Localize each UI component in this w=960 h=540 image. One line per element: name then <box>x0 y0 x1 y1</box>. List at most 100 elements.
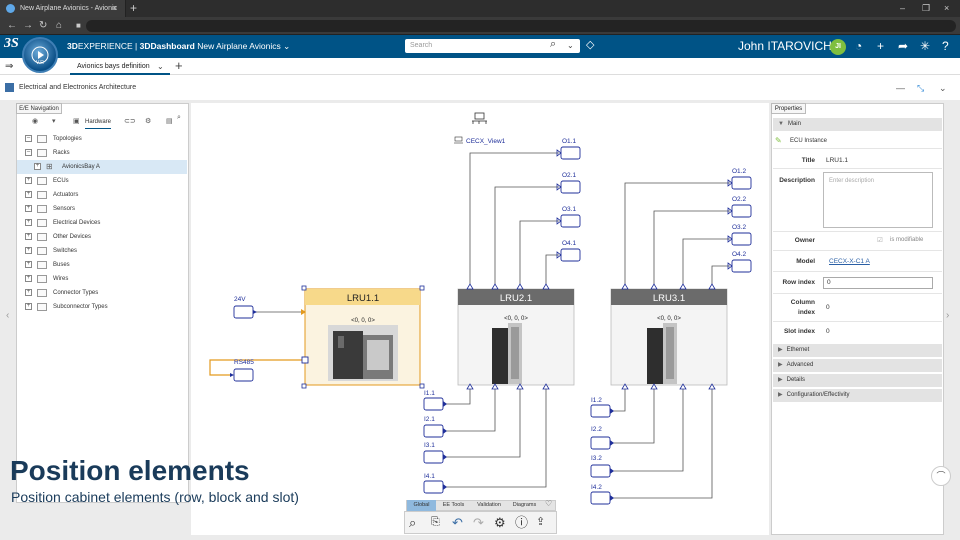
title-value[interactable]: LRU1.1 <box>826 157 849 164</box>
add-icon[interactable]: + <box>877 39 885 53</box>
help-icon[interactable]: ? <box>942 39 949 53</box>
expand-icon[interactable]: + <box>25 177 32 184</box>
search-tree-icon[interactable]: ⌕ <box>177 114 181 121</box>
expand-icon[interactable]: + <box>25 275 32 282</box>
eye-icon[interactable]: ◉ <box>32 118 39 125</box>
expand-icon[interactable]: + <box>25 219 32 226</box>
port-i3-1[interactable]: I3.1 <box>423 442 447 464</box>
collapse-icon[interactable]: – <box>25 135 32 142</box>
tree-item[interactable]: –Topologies <box>17 132 187 146</box>
section-ethernet[interactable]: ▶Ethernet <box>773 344 942 357</box>
port-rs485[interactable]: RS485 <box>230 359 254 382</box>
tab-caret-icon[interactable]: ⌄ <box>157 62 164 71</box>
browser-new-tab-icon[interactable]: + <box>130 1 138 15</box>
port-o1-1[interactable]: O1.1 <box>556 138 581 160</box>
tree-item[interactable]: +Sensors <box>17 202 187 216</box>
left-panel-arrow-icon[interactable]: ‹ <box>6 310 10 321</box>
tab-diagrams[interactable]: Diagrams <box>512 502 537 508</box>
tab-avionics-bays[interactable]: Avionics bays definition <box>70 58 170 75</box>
tag-icon[interactable]: ◇ <box>586 39 595 51</box>
port-24v[interactable]: 24V <box>233 296 257 319</box>
home-icon[interactable]: ⌂ <box>56 20 63 31</box>
port-o3-1[interactable]: O3.1 <box>556 206 581 228</box>
tab-properties[interactable]: Properties <box>771 103 806 114</box>
settings-icon[interactable]: ⚙ <box>145 118 152 125</box>
expand-icon[interactable]: + <box>25 289 32 296</box>
forward-arrow-icon[interactable]: → <box>23 20 33 31</box>
compass-icon[interactable] <box>22 37 58 73</box>
lru1-port-in[interactable] <box>301 309 306 315</box>
tree-item[interactable]: +Electrical Devices <box>17 216 187 230</box>
community-icon[interactable]: ✳ <box>920 39 931 53</box>
expand-icon[interactable]: ▤ <box>166 118 173 125</box>
port-i2-2[interactable]: I2.2 <box>590 426 614 450</box>
redo-icon[interactable]: ↷ <box>473 515 484 530</box>
reload-icon[interactable]: ↻ <box>39 20 48 31</box>
expand-icon[interactable]: + <box>25 233 32 240</box>
lru-block-2[interactable]: LRU2.1 <0, 0, 0> <box>457 288 575 386</box>
lru-block-3[interactable]: LRU3.1 <0, 0, 0> <box>610 288 728 386</box>
action-bar-expand-icon[interactable]: ♡ <box>545 499 553 508</box>
notification-icon[interactable]: ◔ <box>855 39 863 53</box>
expand-icon[interactable]: + <box>25 247 32 254</box>
port-o1-2[interactable]: O1.2 <box>727 168 752 190</box>
widget-collapse-icon[interactable]: ⤡ <box>917 83 925 93</box>
widget-menu-icon[interactable]: ⌄ <box>939 83 947 93</box>
port-o2-2[interactable]: O2.2 <box>727 196 752 218</box>
tree-item[interactable]: +Other Devices <box>17 230 187 244</box>
settings-icon[interactable]: ⚙ <box>494 515 506 530</box>
expand-icon[interactable]: + <box>25 303 32 310</box>
section-advanced[interactable]: ▶Advanced <box>773 359 942 372</box>
view-root-icon[interactable] <box>472 112 487 124</box>
user-name[interactable]: John ITAROVICH <box>738 39 832 53</box>
checkbox-icon[interactable]: ☑ <box>877 237 883 244</box>
diagram-svg[interactable]: CECX_View1 <box>191 103 769 535</box>
share-icon[interactable]: ⇪ <box>536 516 546 528</box>
back-arrow-icon[interactable]: ← <box>7 20 17 31</box>
model-link[interactable]: CECX-X-C1 A <box>829 258 870 265</box>
magnifier-icon[interactable]: ⌕ <box>409 515 417 530</box>
search-input[interactable]: Search <box>405 39 580 53</box>
export-icon[interactable]: ⎘ <box>431 516 440 528</box>
expand-icon[interactable]: + <box>34 163 41 170</box>
avatar[interactable]: JI <box>830 39 846 55</box>
tree-item[interactable]: +ECUs <box>17 174 187 188</box>
window-minimize-icon[interactable]: – <box>900 3 906 13</box>
filter-icon[interactable]: ▾ <box>52 118 56 125</box>
port-o3-2[interactable]: O3.2 <box>727 224 752 246</box>
section-details[interactable]: ▶Details <box>773 374 942 387</box>
share-icon[interactable]: ➦ <box>898 39 909 53</box>
info-icon[interactable]: ⓘ <box>515 515 529 530</box>
url-input[interactable] <box>86 20 956 32</box>
port-i4-1[interactable]: I4.1 <box>423 473 447 494</box>
lru1-handles[interactable] <box>301 285 425 389</box>
window-restore-icon[interactable]: ❐ <box>922 3 931 13</box>
tree-item[interactable]: +Connector Types <box>17 286 187 300</box>
expand-icon[interactable]: + <box>25 205 32 212</box>
search-icon[interactable]: ⌕ <box>550 38 557 50</box>
tree-item[interactable]: +Actuators <box>17 188 187 202</box>
tab-ee-tools[interactable]: EE Tools <box>442 502 465 508</box>
slot-index-value[interactable]: 0 <box>826 328 830 335</box>
tab-ee-navigation[interactable]: E/E Navigation <box>16 103 62 114</box>
lru-port-markers[interactable] <box>466 283 716 390</box>
port-i1-2[interactable]: I1.2 <box>590 397 614 418</box>
lru1-port-bus[interactable] <box>301 356 309 364</box>
collapse-icon[interactable]: – <box>25 149 32 156</box>
lru-block-1[interactable]: LRU1.1 <0, 0, 0> <box>301 285 425 389</box>
tree-item[interactable]: +Switches <box>17 244 187 258</box>
port-o4-2[interactable]: O4.2 <box>727 251 752 273</box>
expand-icon[interactable]: + <box>25 191 32 198</box>
column-index-value[interactable]: 0 <box>826 304 830 311</box>
section-main[interactable]: ▼Main <box>773 118 942 131</box>
dashboard-name[interactable]: New Airplane Avionics <box>197 41 281 51</box>
cable-icon[interactable]: ⊂⊃ <box>124 118 136 125</box>
tab-global[interactable]: Global <box>407 500 436 511</box>
search-dropdown-icon[interactable]: ⌄ <box>567 41 574 50</box>
browser-tab[interactable]: New Airplane Avionics - Avionic <box>0 0 126 17</box>
tree-item[interactable]: +Wires <box>17 272 187 286</box>
expand-icon[interactable]: + <box>25 261 32 268</box>
chat-icon[interactable]: ⌒ <box>931 466 951 486</box>
row-index-input[interactable]: 0 <box>823 277 933 289</box>
hardware-icon[interactable]: ▣ <box>73 118 80 125</box>
